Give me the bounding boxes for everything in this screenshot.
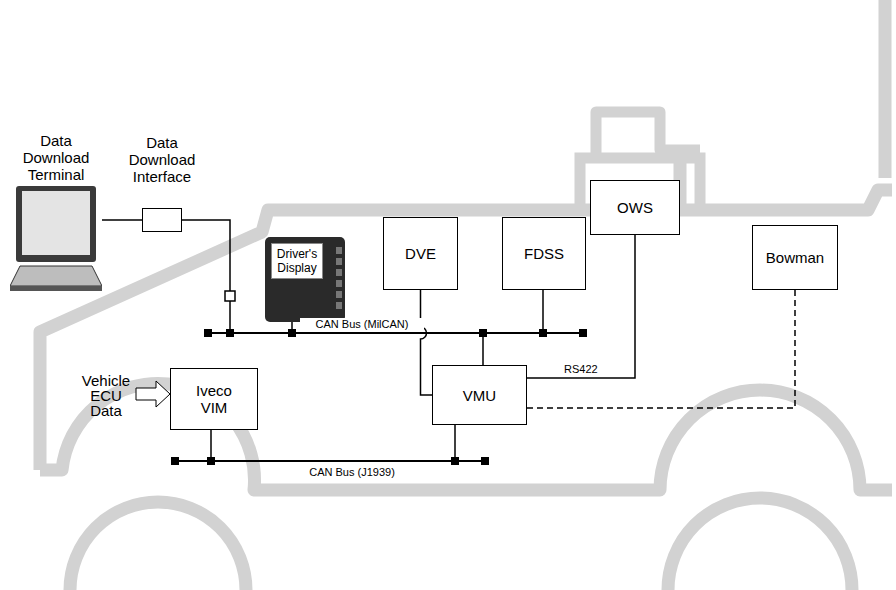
fdss-box: FDSS <box>502 217 586 290</box>
bezel-button <box>336 291 342 298</box>
vmu-box: VMU <box>432 365 527 425</box>
ows-box: OWS <box>590 180 680 235</box>
interface-box: Data Download Interface <box>142 208 182 232</box>
edge-label: RS422 <box>562 363 600 376</box>
node-label: DVE <box>405 245 436 262</box>
bezel-button <box>336 280 342 287</box>
node-label: FDSS <box>524 245 564 262</box>
can-bus-j1939 <box>171 425 489 465</box>
bezel-button <box>336 269 342 276</box>
laptop-terminal: Data Download Terminal <box>10 186 102 292</box>
connector <box>527 290 795 408</box>
bezel-button <box>336 258 342 265</box>
bus-label: CAN Bus (MilCAN) <box>300 318 424 331</box>
connector <box>102 219 142 221</box>
bezel-button <box>336 302 342 309</box>
node-label: Iveco VIM <box>189 382 239 416</box>
node-label: VMU <box>463 387 496 404</box>
node-label: OWS <box>617 199 653 216</box>
node-label: Driver's Display <box>271 243 323 279</box>
dve-box: DVE <box>383 217 458 290</box>
bowman-box: Bowman <box>752 225 838 290</box>
bus-label: CAN Bus (J1939) <box>290 466 414 479</box>
drivers-display: Driver's Display <box>265 237 345 322</box>
hollow-arrow <box>136 381 170 407</box>
vim-box: Iveco VIM <box>170 368 258 430</box>
bus-label: Vehicle ECU Data <box>78 373 134 418</box>
connector <box>421 290 433 395</box>
node-label: Data Download Terminal <box>16 132 96 183</box>
download-drop-line <box>182 220 235 333</box>
laptop-icon <box>10 186 102 292</box>
node-label: Data Download Interface <box>122 134 202 185</box>
antenna <box>879 0 892 178</box>
bezel-button <box>336 247 342 254</box>
can-bus-milcan <box>204 290 587 365</box>
node-label: Bowman <box>766 249 824 266</box>
